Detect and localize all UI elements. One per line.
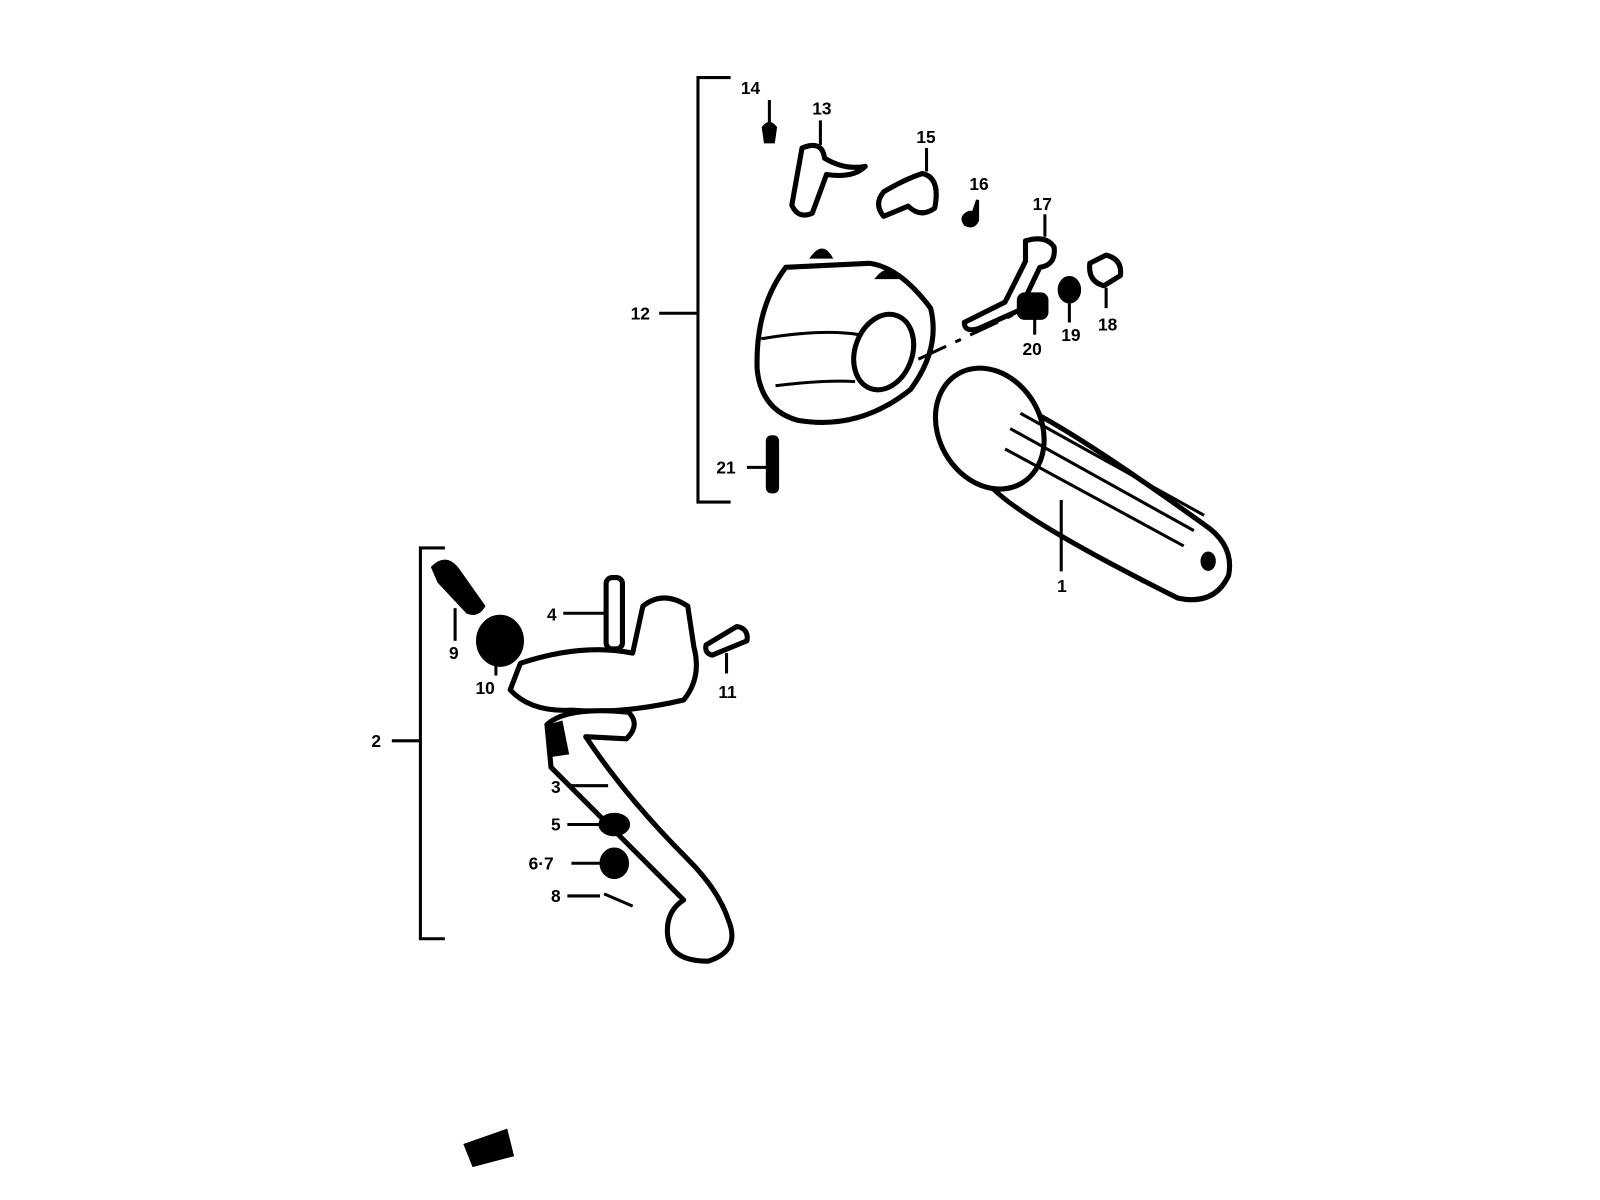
part-15-cable-guide: [876, 147, 939, 219]
label-10: 10: [476, 678, 495, 698]
part-19-washer: [1057, 276, 1082, 323]
part-9-pivot-bolt: [430, 559, 486, 641]
part-8-spring: [567, 892, 634, 908]
part-21-screw: [746, 435, 780, 494]
part-16-screw: [961, 199, 980, 228]
label-18: 18: [1098, 315, 1118, 335]
label-13: 13: [812, 98, 832, 118]
part-14-screw: [761, 100, 778, 144]
part-17-throttle-pulley: [961, 214, 1057, 333]
part-20-cap: [1016, 292, 1049, 335]
label-8: 8: [551, 886, 561, 906]
part-10-boot: [476, 614, 524, 676]
label-5: 5: [551, 815, 561, 835]
part-13-cable-guide: [789, 120, 868, 218]
stray-fragment: [463, 1128, 515, 1168]
throttle-assembly-bracket: [659, 76, 731, 504]
label-20: 20: [1022, 339, 1041, 359]
part-12-throttle-housing: [754, 248, 1027, 425]
part-11-screw: [703, 623, 750, 674]
label-2: 2: [371, 731, 381, 751]
label-1: 1: [1057, 576, 1067, 596]
label-12: 12: [631, 303, 650, 323]
lever-assembly-bracket: [391, 546, 445, 941]
part-1-handlebar-grip: [932, 365, 1233, 603]
label-6-7: 6·7: [529, 853, 554, 873]
label-3: 3: [551, 777, 561, 797]
part-holder-bracket: [507, 575, 699, 714]
label-11: 11: [718, 682, 737, 702]
label-19: 19: [1061, 325, 1080, 345]
label-16: 16: [969, 174, 989, 194]
part-6-7-washer: [571, 847, 630, 880]
label-14: 14: [741, 78, 761, 98]
label-17: 17: [1033, 194, 1052, 214]
label-4: 4: [547, 604, 557, 624]
label-9: 9: [449, 643, 459, 663]
label-21: 21: [716, 457, 736, 477]
part-5-nut: [567, 812, 631, 837]
part-3-lever: [544, 708, 735, 964]
part-18-nut: [1087, 252, 1124, 309]
label-15: 15: [916, 127, 936, 147]
